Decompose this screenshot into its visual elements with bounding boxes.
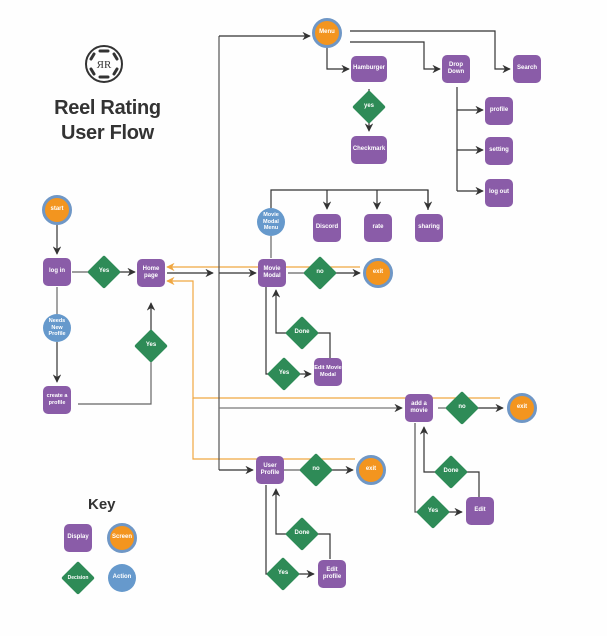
title-line-2: User Flow [61, 122, 154, 144]
edit-add-movie-node: Edit [466, 497, 494, 525]
exit-user-profile-node: exit [356, 455, 386, 485]
line-up-yes [265, 485, 271, 575]
yes-decision-login: Yes [87, 255, 121, 289]
reel-logo-icon: ЯR [85, 45, 123, 83]
line-menu-dropdown [350, 41, 441, 74]
yes-decision-user-profile: Yes [266, 557, 300, 591]
checkmark-node: Checkmark [351, 136, 387, 164]
key-heading: Key [88, 496, 116, 513]
line-mm-yes [265, 287, 272, 375]
user-profile-node: User Profile [256, 456, 284, 484]
line-edit-done3 [314, 533, 331, 559]
discord-node: Discord [313, 214, 341, 242]
line-menu-hamburger [326, 48, 350, 74]
line-menu-search [350, 30, 511, 74]
home-page-node: Home page [137, 259, 165, 287]
yes-decision-create: Yes [134, 329, 168, 363]
line-mmm-top [270, 189, 429, 210]
line-create-yes [78, 358, 152, 405]
line-done-am [419, 426, 439, 473]
menu-node: Menu [312, 18, 342, 48]
no-decision-user-profile: no [299, 453, 333, 487]
no-decision-movie-modal: no [303, 256, 337, 290]
sharing-node: sharing [415, 214, 443, 242]
line-am-yes [414, 423, 421, 513]
needs-new-profile-node: Needs New Profile [43, 314, 71, 342]
add-movie-node: add a movie [405, 394, 433, 422]
no-decision-add-movie: no [445, 391, 479, 425]
title-line-1: Reel Rating [54, 97, 161, 119]
dropdown-profile-node: profile [485, 97, 513, 125]
done-decision-movie-modal: Done [285, 316, 319, 350]
start-node: start [42, 195, 72, 225]
return-line-user-profile [192, 398, 355, 460]
edit-profile-node: Edit profile [318, 560, 346, 588]
line-done-up [271, 488, 290, 535]
done-decision-user-profile: Done [285, 517, 319, 551]
yes-decision-movie-modal: Yes [267, 357, 301, 391]
key-display: Display [64, 524, 92, 552]
movie-modal-node: Movie Modal [258, 259, 286, 287]
dropdown-logout-node: log out [485, 179, 513, 207]
create-profile-node: create a profile [43, 386, 71, 414]
key-action: Action [108, 564, 136, 592]
log-in-node: log in [43, 258, 71, 286]
line-edit-done [314, 332, 331, 358]
key-decision: Decision [61, 561, 95, 595]
line-done-mm [271, 289, 290, 334]
rate-node: rate [364, 214, 392, 242]
diagram-title: Reel Rating User Flow [50, 96, 165, 146]
edit-movie-modal-node: Edit Movie Modal [314, 358, 342, 386]
dropdown-setting-node: setting [485, 137, 513, 165]
hamburger-node: Hamburger [351, 56, 387, 82]
drop-down-node: Drop Down [442, 55, 470, 83]
key-screen: Screen [107, 523, 137, 553]
yes-decision-add-movie: Yes [416, 495, 450, 529]
done-decision-add-movie: Done [434, 455, 468, 489]
line-edit-done2 [463, 471, 480, 497]
yes-decision-hamburger: yes [352, 90, 386, 124]
search-node: Search [513, 55, 541, 83]
movie-modal-menu-node: Movie Modal Menu [257, 208, 285, 236]
svg-text:ЯR: ЯR [97, 59, 112, 71]
exit-add-movie-node: exit [507, 393, 537, 423]
exit-movie-modal-node: exit [363, 258, 393, 288]
return-line-long [166, 276, 500, 399]
